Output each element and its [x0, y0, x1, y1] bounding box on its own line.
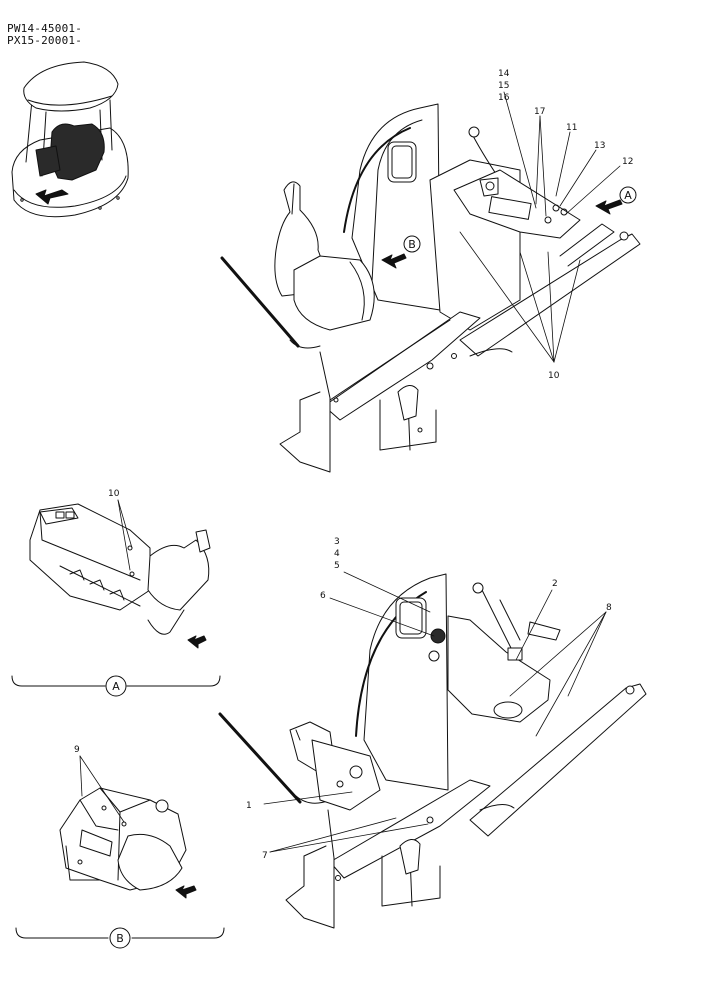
- callout-8: 8: [606, 603, 612, 613]
- callout-3: 3: [334, 537, 340, 547]
- callout-13: 13: [594, 141, 605, 151]
- callout-4: 4: [334, 549, 340, 559]
- callout-7: 7: [262, 851, 268, 861]
- view-a-caption-label: A: [112, 680, 120, 693]
- callout-15: 15: [498, 81, 509, 91]
- callout-9: 9: [74, 745, 80, 755]
- view-b-detail-drawing: [59, 755, 197, 899]
- view-b-arrow-main: [381, 235, 421, 269]
- operator-station-assembly-bottom: [218, 571, 647, 929]
- view-b-marker-main: B: [408, 238, 416, 251]
- view-letters: A B A B: [112, 189, 632, 945]
- callout-10-main: 10: [548, 371, 560, 381]
- serial-range-line-1: PW14-45001-: [7, 22, 83, 35]
- callout-6: 6: [320, 591, 326, 601]
- callout-10-view-a: 10: [108, 489, 120, 499]
- serial-range-line-2: PX15-20001-: [7, 34, 83, 47]
- view-a-arrow-main: [595, 186, 637, 215]
- callout-2: 2: [552, 579, 558, 589]
- callout-12: 12: [622, 157, 633, 167]
- callout-14: 14: [498, 69, 510, 79]
- callout-5: 5: [334, 561, 340, 571]
- view-b-caption-label: B: [116, 932, 124, 945]
- callout-17: 17: [534, 107, 545, 117]
- view-a-detail-drawing: [29, 499, 211, 649]
- view-a-caption-bracket: [11, 675, 221, 697]
- callout-11: 11: [566, 123, 577, 133]
- callout-16: 16: [498, 93, 510, 103]
- callout-labels: 14 15 16 17 11 13 12 10 10 3 4 5 6 2 8 9…: [74, 69, 633, 861]
- operator-station-assembly-top: [220, 91, 641, 473]
- view-b-caption-bracket: [15, 927, 225, 949]
- callout-1: 1: [246, 801, 252, 811]
- view-a-marker-main: A: [624, 189, 632, 202]
- machine-locator-thumbnail: [11, 61, 129, 218]
